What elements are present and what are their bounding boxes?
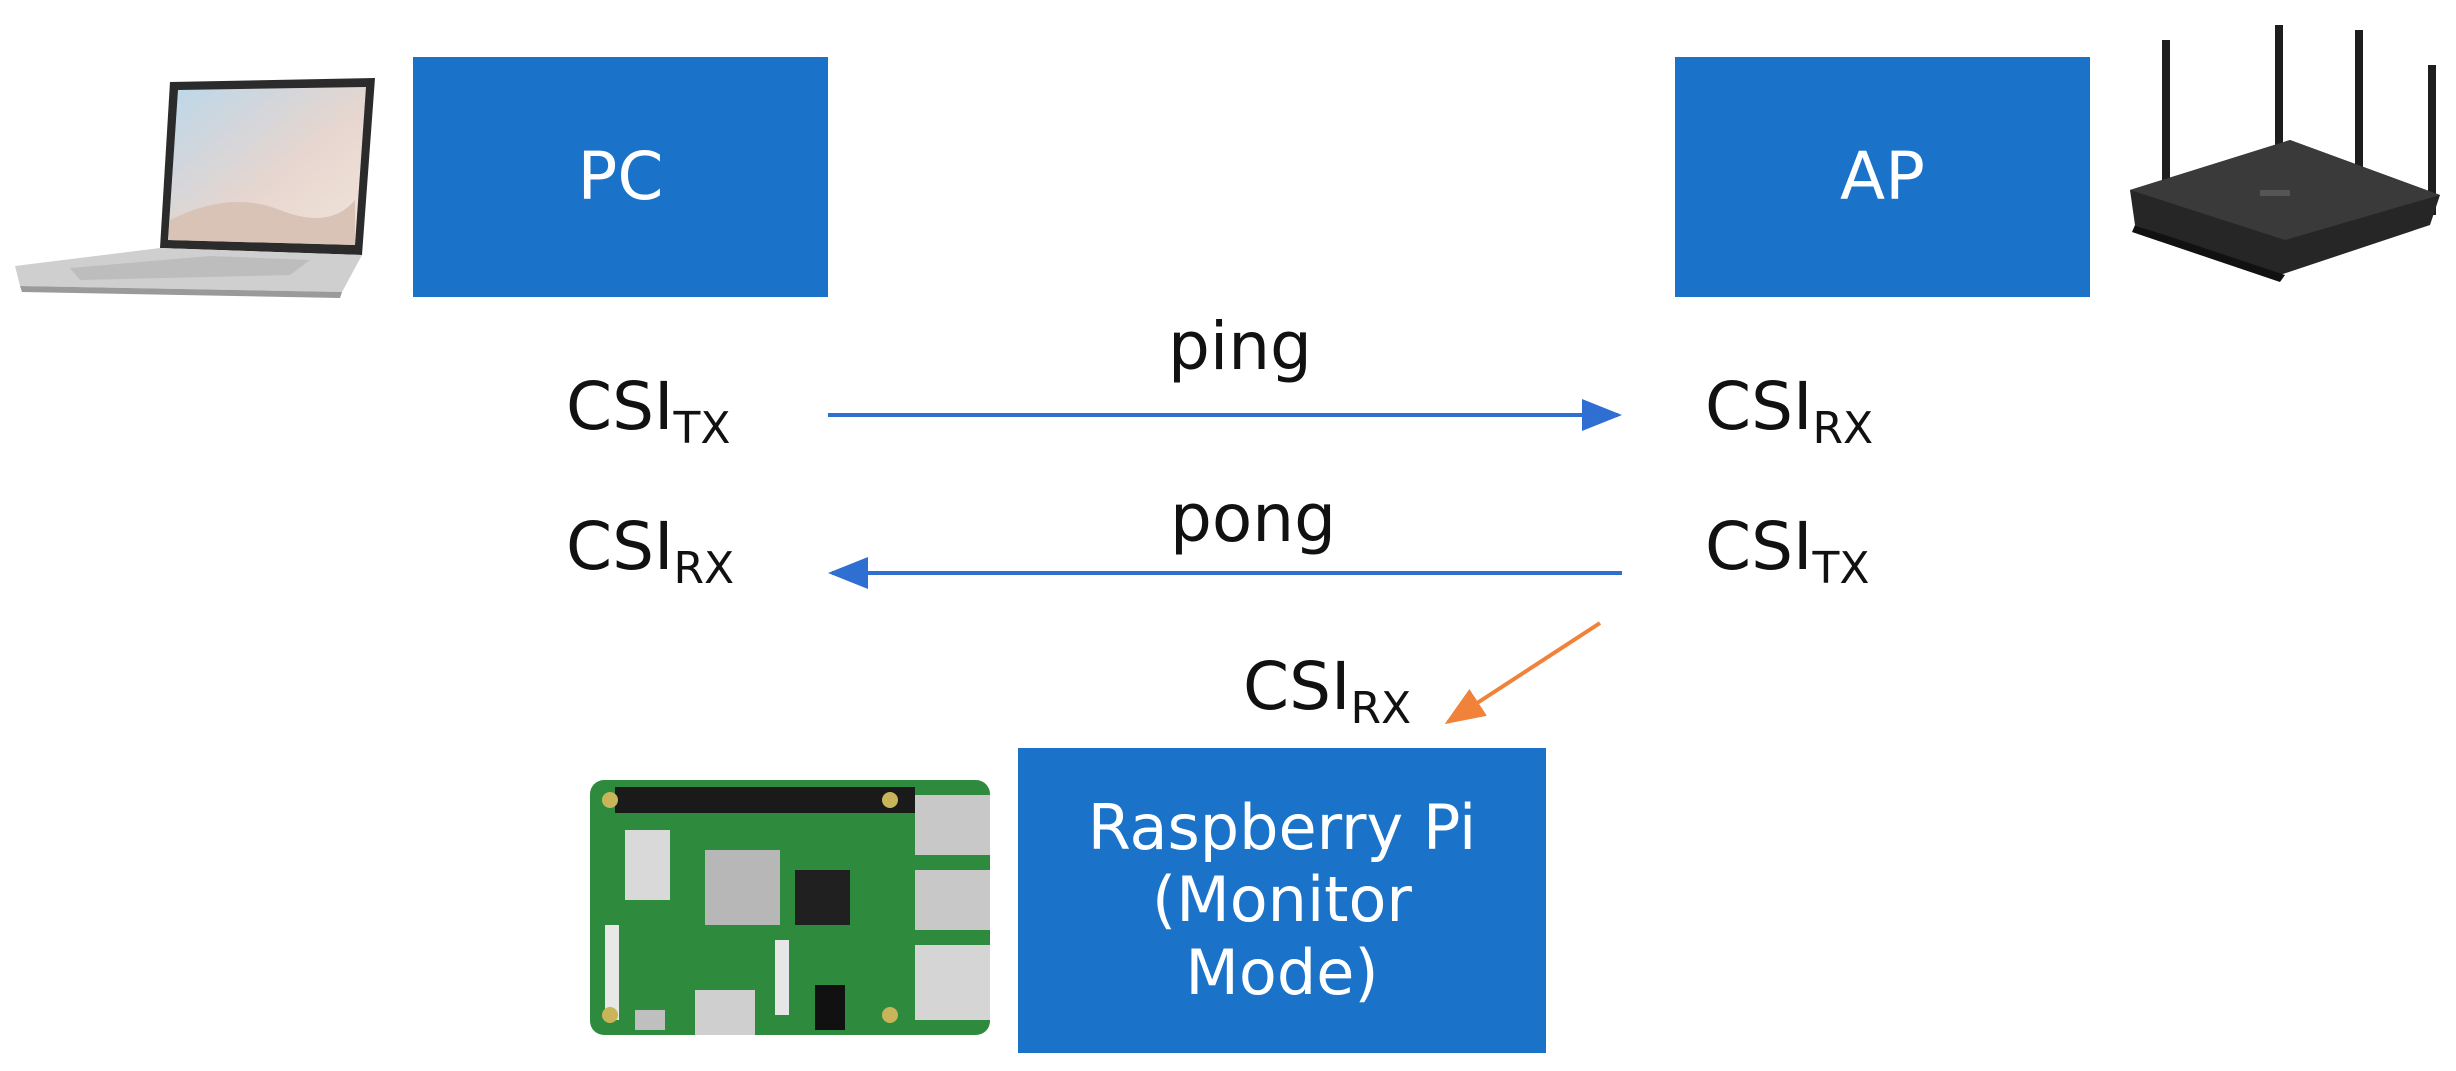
pc-node: PC xyxy=(413,57,828,297)
raspberry-pi-node: Raspberry Pi (Monitor Mode) xyxy=(1018,748,1546,1053)
router-icon xyxy=(2130,25,2440,282)
ap-csi-tx-label: CSITX xyxy=(1705,508,1870,594)
ap-csi-rx-label: CSIRX xyxy=(1705,368,1874,454)
ping-label: ping xyxy=(1168,308,1312,385)
laptop-icon xyxy=(15,78,375,298)
pong-label: pong xyxy=(1170,480,1336,557)
rpi-label-line3: Mode) xyxy=(1185,935,1379,1009)
rpi-label-line2: (Monitor xyxy=(1152,863,1412,937)
raspberry-pi-board-icon xyxy=(590,780,990,1035)
pc-node-label: PC xyxy=(577,138,664,216)
pc-csi-tx-label: CSITX xyxy=(566,368,731,454)
ap-node-label: AP xyxy=(1840,138,1925,216)
monitor-arrow xyxy=(1444,621,1602,725)
pc-csi-rx-label: CSIRX xyxy=(566,508,735,594)
ap-node: AP xyxy=(1675,57,2090,297)
rpi-csi-rx-label: CSIRX xyxy=(1243,648,1412,734)
rpi-label-line1: Raspberry Pi xyxy=(1087,790,1477,864)
